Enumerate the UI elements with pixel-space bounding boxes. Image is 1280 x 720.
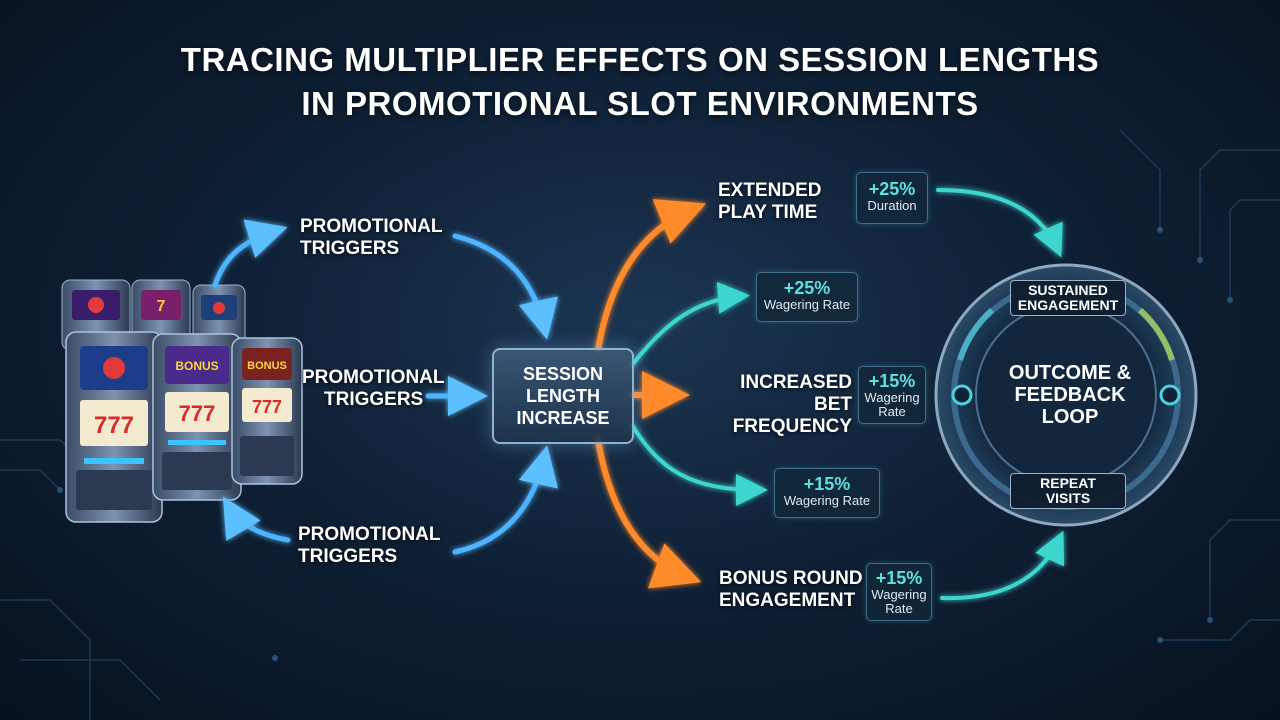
arrow-top-trigger-to-center [452, 233, 559, 340]
slot-machine-front-1: 777 [65, 331, 163, 523]
svg-text:777: 777 [252, 397, 282, 417]
arrow-bottom-trigger-to-center [452, 445, 559, 555]
orange-arrows [595, 199, 707, 589]
svg-text:7: 7 [157, 298, 166, 315]
title-line-2: IN PROMOTIONAL SLOT ENVIRONMENTS [301, 85, 979, 122]
repeat-visits-label: REPEAT VISITS [1010, 473, 1126, 509]
page-title: TRACING MULTIPLIER EFFECTS ON SESSION LE… [0, 38, 1280, 126]
arrow-to-extended-play [595, 199, 707, 353]
svg-text:777: 777 [179, 401, 216, 426]
outcome-extended-play: EXTENDED PLAY TIME [718, 180, 822, 223]
trigger-label-top: PROMOTIONAL TRIGGERS [300, 216, 443, 259]
svg-text:777: 777 [94, 412, 134, 439]
title-line-1: TRACING MULTIPLIER EFFECTS ON SESSION LE… [180, 41, 1100, 78]
arrow-duration-to-loop [936, 188, 1063, 258]
outcome-bet-frequency: INCREASED BET FREQUENCY [732, 372, 852, 437]
trigger-label-bottom: PROMOTIONAL TRIGGERS [298, 524, 441, 567]
stat-duration: +25% Duration [856, 172, 928, 224]
session-length-increase-box: SESSION LENGTH INCREASE [492, 348, 634, 444]
arrow-to-wager-mid [630, 423, 768, 506]
arrow-machines-to-top-trigger [212, 219, 288, 288]
feedback-loop-ring [934, 263, 1198, 527]
trigger-arrows [212, 219, 559, 555]
stat-bonus-round: +15% Wagering Rate [866, 563, 932, 621]
arrow-to-bonus-round [595, 437, 702, 589]
teal-arrows [630, 188, 1065, 601]
trigger-label-middle: PROMOTIONAL TRIGGERS [302, 367, 445, 410]
slot-machines-illustration: 7 777 BONUS 777 BON [61, 279, 303, 523]
svg-text:BONUS: BONUS [175, 359, 218, 373]
outcome-feedback-loop-label: OUTCOME & FEEDBACK LOOP [1008, 362, 1132, 428]
stat-bet-frequency: +15% Wagering Rate [858, 366, 926, 424]
arrow-bonus-to-loop [940, 530, 1065, 601]
slot-machine-front-3: BONUS 777 [231, 337, 303, 485]
slot-machine-front-2: BONUS 777 [152, 333, 242, 501]
arrow-to-wager-top [630, 281, 750, 367]
circuit-lines [0, 129, 1280, 720]
sustained-engagement-label: SUSTAINED ENGAGEMENT [1010, 280, 1126, 316]
outcome-bonus-round: BONUS ROUND ENGAGEMENT [719, 568, 863, 611]
stat-wagering-top: +25% Wagering Rate [756, 272, 858, 322]
stat-wagering-mid: +15% Wagering Rate [774, 468, 880, 518]
arrow-bottom-trigger-to-machines [222, 496, 291, 543]
svg-text:BONUS: BONUS [247, 360, 287, 372]
